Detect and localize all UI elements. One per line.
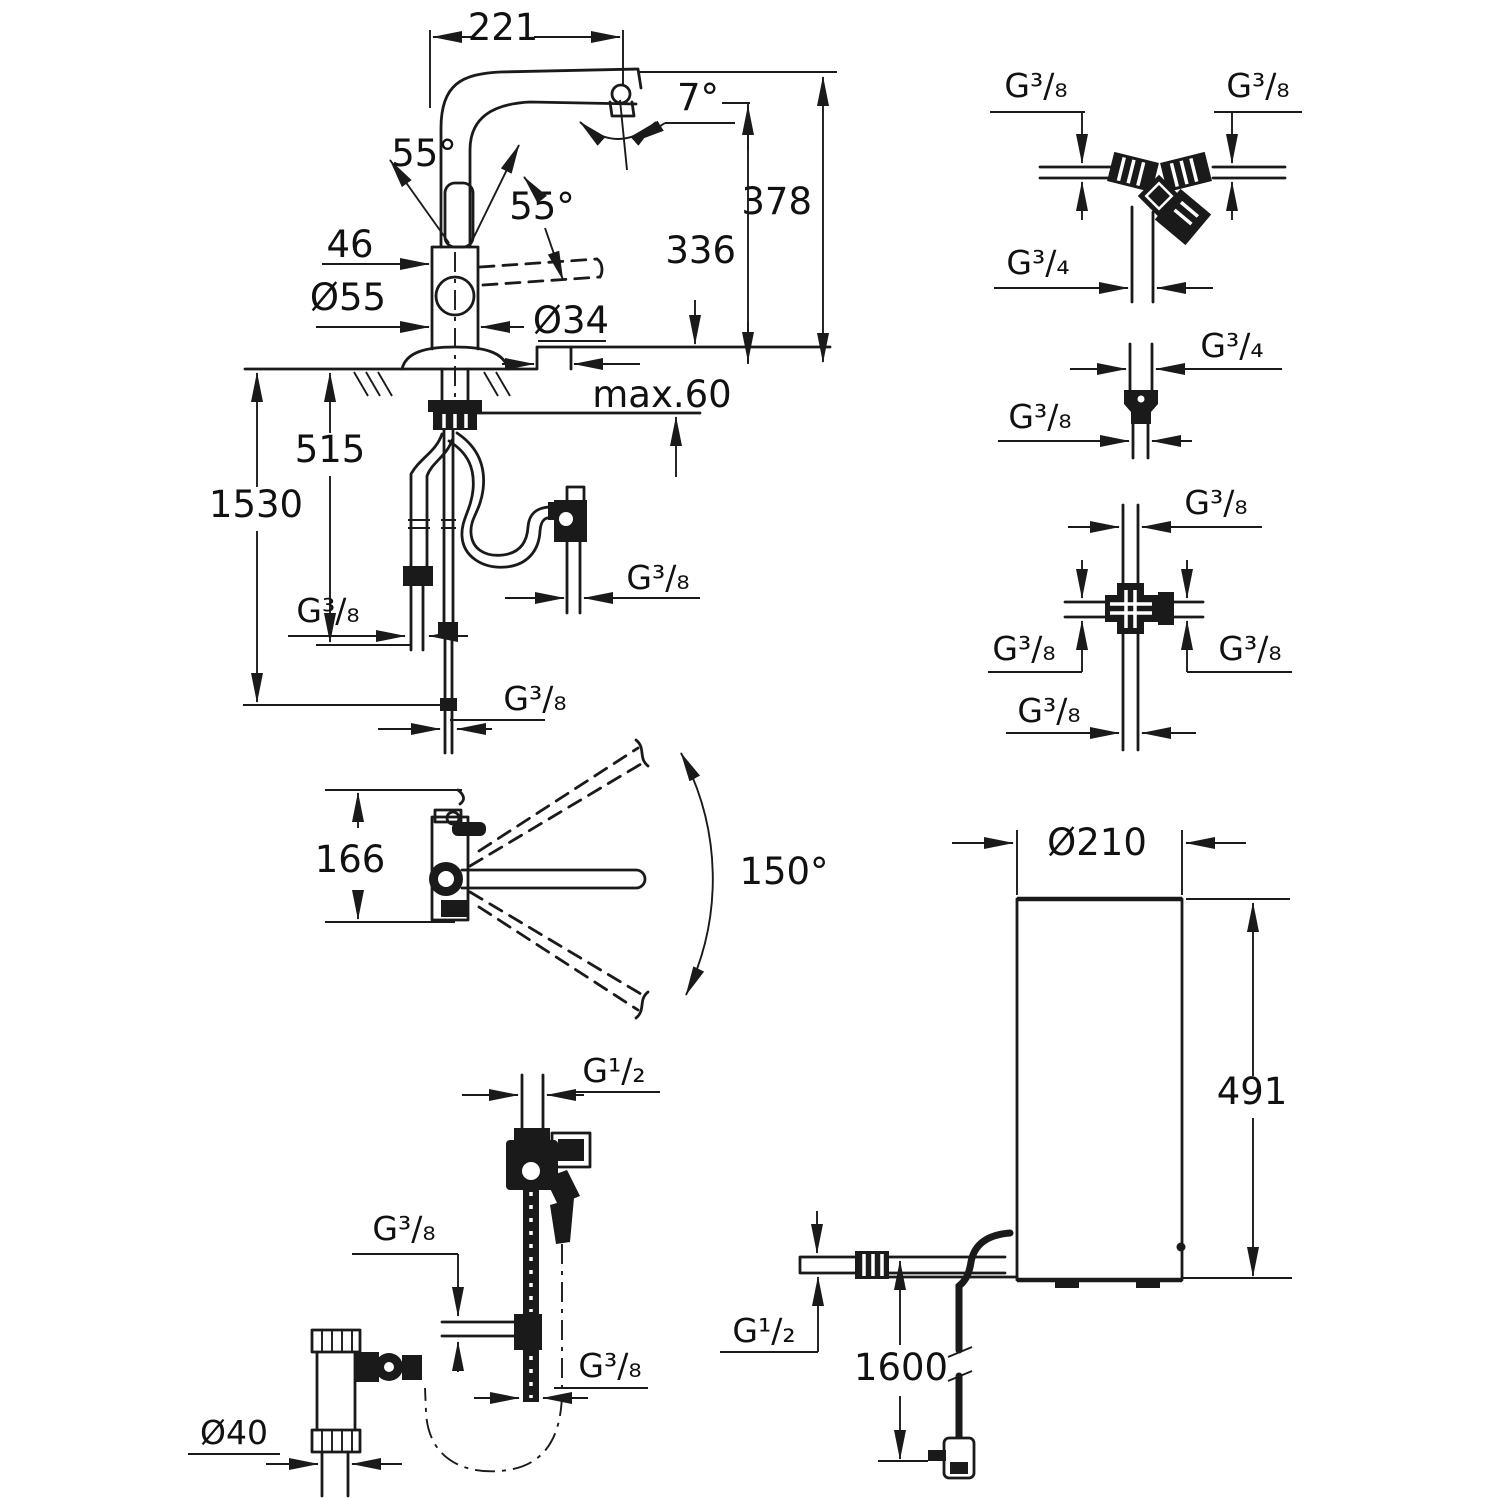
mount-gasket [428, 400, 482, 412]
aerator [610, 83, 632, 105]
flexible-drain-hose [424, 1244, 563, 1473]
boiler-diameter-label: Ø210 [1047, 821, 1147, 864]
check-valve [554, 485, 587, 615]
adapter-fitting: G³/₄ G³/₈ [998, 326, 1282, 460]
dim-trap-diameter: Ø40 [188, 1413, 402, 1470]
front-view: 55° 55° [209, 6, 837, 755]
dim-adapter-bottom: G³/₈ [998, 397, 1192, 447]
dim-y-outlet: G³/₄ [994, 243, 1213, 294]
tee-fitting [514, 1314, 542, 1350]
drain-branch-label: G³/₈ [372, 1209, 435, 1248]
body-depth-label: 166 [315, 838, 386, 881]
siphon-trap [310, 1328, 422, 1498]
hose-collar-mid [438, 622, 458, 635]
hole-diameter-label: Ø34 [533, 299, 609, 342]
dim-hole-diameter: Ø34 [502, 299, 640, 370]
dim-cross-top: G³/₈ [1068, 483, 1262, 533]
drain-outlet-label: G³/₈ [578, 1346, 641, 1385]
y-left-label: G³/₈ [1004, 66, 1067, 105]
drain-assembly: G¹/₂ G³/₈ G³/₈ [188, 1051, 660, 1498]
dim-boiler-diameter: Ø210 [952, 821, 1246, 864]
dim-drain-inlet: G¹/₂ [462, 1051, 660, 1101]
supply-hoses [403, 428, 568, 755]
cable-outlet-dot [1176, 1242, 1186, 1252]
dim-y-left: G³/₈ [990, 66, 1088, 220]
cross-right-label: G³/₈ [1218, 629, 1281, 668]
boiler-connection-label: G¹/₂ [732, 1311, 795, 1350]
top-view: 166 150° [315, 738, 829, 1020]
hose-mid-label: 515 [295, 428, 366, 471]
power-cable [928, 1229, 1014, 1480]
lever-angle-side-label: 55° [391, 132, 457, 175]
body-offset-label: 46 [326, 223, 373, 266]
boiler: Ø210 491 G¹/₂ [720, 821, 1292, 1480]
dim-drain-outlet: G³/₈ [474, 1346, 648, 1404]
dim-drain-branch: G³/₈ [352, 1209, 464, 1372]
spout-swivel-dashed [468, 746, 648, 1012]
lever-top-view [452, 822, 486, 836]
dim-hose-total: 1530 [209, 372, 443, 706]
cross-bottom-label: G³/₈ [1017, 691, 1080, 730]
height-total-label: 378 [741, 180, 812, 223]
connection-mid-label: G³/₈ [503, 679, 566, 718]
countertop-section [243, 345, 832, 430]
boiler-height-label: 491 [1217, 1070, 1288, 1113]
hose-fitting-mid [440, 698, 457, 711]
body-detail-circle [434, 275, 476, 317]
adapter-top-label: G³/₄ [1200, 326, 1263, 365]
dim-cross-left: G³/₈ [988, 620, 1088, 673]
dim-cross-bottom: G³/₈ [1006, 691, 1196, 739]
swivel-arc [680, 752, 714, 996]
cross-left-label: G³/₈ [992, 629, 1055, 668]
dim-connection-mid: G³/₈ [378, 679, 567, 735]
dim-tilt-angle: 7° [579, 76, 750, 146]
faucet-spout [439, 67, 643, 249]
faucet-body [400, 181, 510, 428]
adapter-bottom-label: G³/₈ [1008, 397, 1071, 436]
body-top-view [430, 815, 470, 922]
dim-cable-length: 1600 [854, 1260, 948, 1462]
dim-hose-mid: 515 [295, 372, 410, 646]
y-fitting: G³/₈ G³/₈ G³/₄ [990, 66, 1302, 304]
dim-y-right: G³/₈ [1214, 66, 1302, 220]
dim-deck-thickness: max.60 [592, 300, 732, 477]
connection-left-label: G³/₈ [296, 591, 359, 630]
connection-valve-label: G³/₈ [626, 558, 689, 597]
height-outlet-label: 336 [665, 229, 736, 272]
dim-cross-right: G³/₈ [1181, 620, 1292, 673]
drain-inlet-label: G¹/₂ [582, 1051, 645, 1090]
trap-diameter-label: Ø40 [200, 1413, 268, 1452]
dim-connection-valve: G³/₈ [505, 558, 700, 604]
y-right-label: G³/₈ [1226, 66, 1289, 105]
lever-annotations: 55° 55° [389, 132, 604, 287]
tilt-angle-label: 7° [677, 76, 719, 119]
cross-top-label: G³/₈ [1184, 483, 1247, 522]
lever-handle [443, 181, 475, 249]
dim-body-diameter: Ø55 [310, 276, 524, 333]
dim-height-outlet: 336 [665, 103, 754, 364]
dim-adapter-top: G³/₄ [1070, 326, 1282, 375]
body-diameter-label: Ø55 [310, 276, 386, 319]
swivel-angle-label: 150° [739, 850, 828, 893]
cross-fitting: G³/₈ G³/₈ G³/₈ G³/₈ [988, 483, 1292, 752]
y-outlet-label: G³/₄ [1006, 243, 1069, 282]
dim-connection-left: G³/₈ [288, 591, 468, 642]
dim-boiler-connection: G¹/₂ [720, 1211, 824, 1353]
braided-hose [523, 1186, 539, 1316]
dim-spout-reach: 221 [429, 6, 624, 108]
plug-prong [928, 1450, 946, 1461]
dim-body-offset: 46 [322, 223, 430, 270]
cable-length-label: 1600 [854, 1346, 948, 1389]
dim-boiler-height: 491 [1217, 902, 1288, 1277]
lever-angle-front-label: 55° [509, 185, 575, 228]
hose-fitting-left [403, 566, 433, 586]
spout-top-view [460, 868, 647, 890]
hose-total-label: 1530 [209, 483, 303, 526]
lever-rotated-dashed [478, 257, 602, 287]
spout-reach-label: 221 [468, 6, 539, 49]
dim-height-total: 378 [638, 71, 837, 363]
deck-thickness-label: max.60 [592, 373, 731, 416]
